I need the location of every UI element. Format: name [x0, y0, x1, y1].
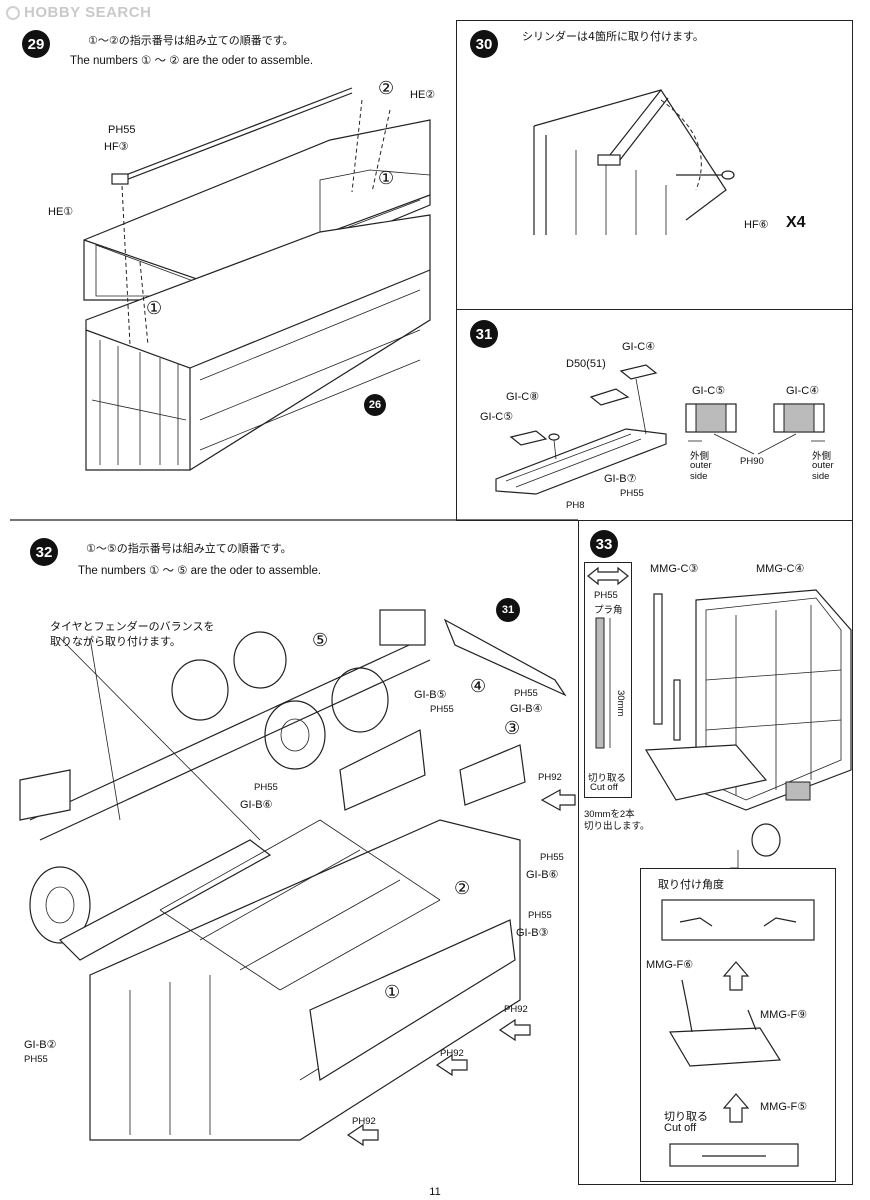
watermark-text: HOBBY SEARCH	[24, 4, 152, 21]
page-number: 11	[429, 1186, 441, 1198]
step-33-detail-cut-jp: 切り取る	[664, 1111, 708, 1123]
step-31-outer-right-jp: 外側	[812, 451, 832, 462]
step-31-ph90-label: PH90	[740, 456, 764, 467]
step-32-gib2-label: GI-B②	[24, 1039, 57, 1051]
step-32-seq3: ③	[504, 718, 521, 738]
step-33-detail-box	[640, 868, 836, 1182]
step-32-ph55-b: PH55	[514, 688, 538, 699]
step-32-ph55-a: PH55	[430, 704, 454, 715]
step-30-x4-mark: X4	[786, 214, 806, 231]
step-33-detail-illustration	[661, 850, 815, 1167]
step-32-gib5-label: GI-B⑤	[414, 689, 447, 701]
step-29-badge: 29	[22, 30, 50, 58]
watermark-logo: HOBBY SEARCH	[6, 4, 151, 21]
step-33-panel	[578, 520, 853, 1185]
step-29-he1-label: HE①	[48, 206, 74, 218]
step-33-mmgf9-label: MMG-F⑨	[760, 1009, 808, 1021]
step-32-ph55-f: PH55	[24, 1054, 48, 1065]
step-32-ph92-b: PH92	[504, 1004, 528, 1015]
step-33-mmgc3-label: MMG-C③	[650, 563, 699, 575]
step-32-ref-31: 31	[496, 598, 520, 622]
step-31-outer-left-en1: outer	[690, 460, 712, 471]
step-33-badge: 33	[590, 530, 618, 558]
step-33-cut-jp-plastic: プラ角	[594, 605, 623, 616]
step-33-cut-diagram	[587, 566, 629, 749]
step-30-badge: 30	[470, 30, 498, 58]
step-31-outer-right-en1: outer	[812, 460, 834, 471]
step-29-hf3-label: HF③	[104, 141, 129, 153]
step-31-gic4-top-label: GI-C④	[622, 341, 656, 353]
step-29-en-text: The numbers ① ～ ② are the oder to assemb…	[70, 55, 314, 67]
step-30-hf6-label: HF⑥	[744, 219, 769, 231]
step-29-seq1a: ①	[378, 168, 395, 188]
step-33-cut-box	[584, 562, 632, 798]
step-32-ph92-a: PH92	[538, 772, 562, 783]
step-32-ph55-c: PH55	[254, 782, 278, 793]
step-32-gib4-label: GI-B④	[510, 703, 543, 715]
step-32-en-text: The numbers ① ～ ⑤ are the oder to assemb…	[78, 565, 322, 577]
step-33-illustration	[644, 589, 852, 857]
step-32-gib6-right-label: GI-B⑥	[526, 869, 559, 881]
step-32-seq4: ④	[470, 676, 487, 696]
step-32-gib3-label: GI-B③	[516, 927, 549, 939]
step-31-gib7-label: GI-B⑦	[604, 473, 637, 485]
step-29-he2-label: HE②	[410, 89, 436, 101]
step-32-badge: 32	[30, 538, 58, 566]
step-32-note-line2: 取りながら取り付けます。	[50, 635, 181, 648]
step-33-cut-note-1: 30mmを2本	[584, 809, 635, 820]
step-32-ph55-e: PH55	[528, 910, 552, 921]
step-29-jp-text: ①～②の指示番号は組み立ての順番です。	[88, 34, 294, 47]
step-32-ph92-d: PH92	[352, 1116, 376, 1127]
hobby-search-logo-icon	[6, 5, 20, 20]
step-31-outer-left-jp: 外側	[690, 451, 710, 462]
step-33-mmgc4-label: MMG-C④	[756, 563, 805, 575]
step-33-cut-jp: 切り取る	[588, 773, 627, 784]
step-32-seq1: ①	[384, 982, 401, 1002]
step-29-seq1b: ①	[146, 298, 163, 318]
step-29-ph55-label: PH55	[108, 124, 136, 136]
step-32-illustration	[19, 609, 576, 1147]
step-31-gic4-right-label: GI-C④	[786, 385, 820, 397]
step-30-illustration	[533, 89, 735, 235]
step-31-gic8-label: GI-C⑧	[506, 391, 540, 403]
step-33-cut-en: Cut off	[590, 782, 618, 793]
step-31-gic5-right-label: GI-C⑤	[692, 385, 726, 397]
step-32-seq2: ②	[454, 878, 471, 898]
step-31-illustration	[495, 364, 825, 495]
step-29-illustration	[83, 87, 431, 471]
step-33-mmgf6-label: MMG-F⑥	[646, 959, 694, 971]
step-32-note-line1: タイヤとフェンダーのバランスを	[50, 620, 215, 633]
step-31-badge: 31	[470, 320, 498, 348]
step-31-ph55-label: PH55	[620, 488, 644, 499]
step-33-cut-note-2: 切り出します。	[584, 821, 650, 832]
step-31-d50-label: D50(51)	[566, 358, 606, 370]
step-33-detail-title: 取り付け角度	[658, 879, 724, 891]
step-33-cut-length: 30mm	[615, 690, 626, 717]
step-32-gib6-left-label: GI-B⑥	[240, 799, 273, 811]
step-32-jp-text: ①～⑤の指示番号は組み立ての順番です。	[86, 542, 292, 555]
step-33-cut-ph55: PH55	[594, 590, 618, 601]
step-31-gic5-left-label: GI-C⑤	[480, 411, 514, 423]
step-31-outer-left-en2: side	[690, 471, 708, 482]
step-33-mmgf5-label: MMG-F⑤	[760, 1101, 808, 1113]
step-31-ph8-label: PH8	[566, 500, 585, 511]
step-32-ph55-d: PH55	[540, 852, 564, 863]
step-30-jp-text: シリンダーは4箇所に取り付けます。	[522, 30, 704, 43]
step-32-ph92-c: PH92	[440, 1048, 464, 1059]
step-33-detail-cut-en: Cut off	[664, 1122, 697, 1134]
step-29-seq2: ②	[378, 78, 395, 98]
step-31-outer-right-en2: side	[812, 471, 830, 482]
step-29-ref-26: 26	[364, 394, 386, 416]
step-32-seq5: ⑤	[312, 630, 329, 650]
